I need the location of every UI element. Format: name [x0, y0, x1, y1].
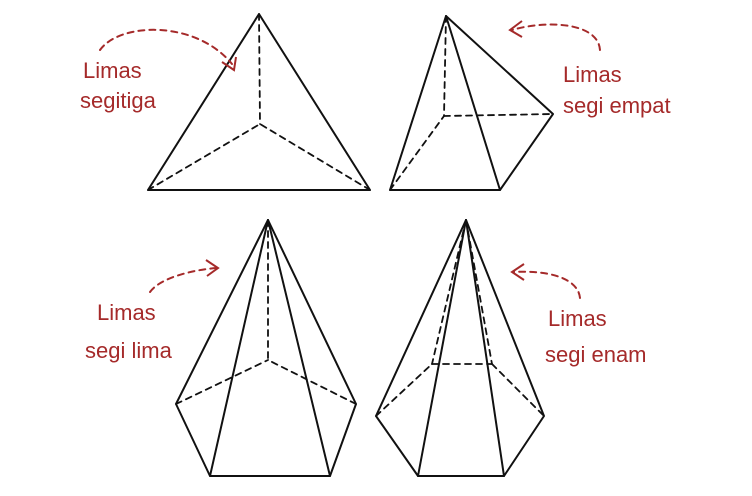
pentagonal-pyramid-hidden-edge-right	[267, 359, 357, 405]
arrow-limas-segi-enam	[510, 263, 581, 299]
arrow-limas-segi-empat	[508, 20, 601, 51]
label-limas-segi-empat: Limas segi empat	[563, 62, 671, 118]
label-limas-segi-empat-line1: Limas	[563, 62, 622, 87]
square-pyramid-front-edge	[445, 15, 501, 191]
arrow-limas-segi-lima	[149, 259, 220, 293]
hexagonal-pyramid-hidden-edge-base-left	[375, 363, 433, 417]
label-limas-segi-lima-line2: segi lima	[85, 338, 173, 363]
triangular-pyramid-visible-edges	[147, 13, 371, 191]
hexagonal-pyramid	[375, 219, 545, 477]
label-limas-segi-enam: Limas segi enam	[545, 306, 647, 367]
pentagonal-pyramid-front-edge-left	[209, 219, 269, 477]
square-pyramid-hidden-edge-left	[389, 115, 445, 191]
hexagonal-pyramid-outline	[375, 219, 545, 477]
label-limas-segitiga: Limas segitiga	[80, 58, 157, 113]
label-limas-segi-empat-line2: segi empat	[563, 93, 671, 118]
hexagonal-pyramid-hidden-edge-apex-right	[465, 219, 493, 365]
label-limas-segitiga-line1: Limas	[83, 58, 142, 83]
hexagonal-pyramid-hidden-edge-base-right	[491, 363, 545, 417]
label-limas-segi-enam-line2: segi enam	[545, 342, 647, 367]
triangular-pyramid-hidden-edge-left	[147, 123, 261, 191]
label-limas-segi-enam-line1: Limas	[548, 306, 607, 331]
square-pyramid-hidden-edge-apex	[443, 15, 447, 117]
label-limas-segitiga-line2: segitiga	[80, 88, 157, 113]
hexagonal-pyramid-front-edge-right	[465, 219, 505, 477]
hexagonal-pyramid-front-edge-left	[417, 219, 467, 477]
pentagonal-pyramid	[175, 219, 357, 477]
square-pyramid-visible-edges	[389, 15, 554, 191]
arrow-limas-segitiga	[99, 28, 237, 72]
label-limas-segi-lima: Limas segi lima	[85, 300, 173, 363]
pentagonal-pyramid-hidden-edge-left	[175, 359, 269, 405]
triangular-pyramid-hidden-edge-apex	[258, 13, 261, 125]
triangular-pyramid-hidden-edge-right	[259, 123, 371, 191]
hexagonal-pyramid-hidden-edge-apex-left	[431, 219, 467, 365]
pentagonal-pyramid-front-edge-right	[267, 219, 331, 477]
square-pyramid	[389, 15, 554, 191]
triangular-pyramid	[147, 13, 371, 191]
label-limas-segi-lima-line1: Limas	[97, 300, 156, 325]
pentagonal-pyramid-outline	[175, 219, 357, 477]
square-pyramid-hidden-edge-back	[443, 113, 554, 117]
